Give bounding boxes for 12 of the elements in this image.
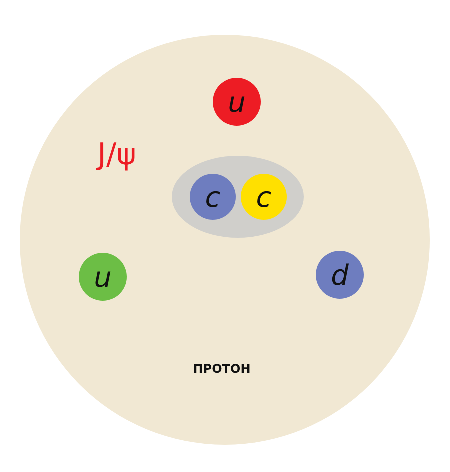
label: ПРОТОН: [193, 362, 251, 376]
quark-circle: [190, 174, 236, 220]
quark-letter: u: [228, 86, 246, 118]
quark-letter: c: [256, 180, 272, 214]
particle-label: J/ψ: [98, 138, 136, 172]
quark-circle: [241, 174, 287, 220]
quark-letter: c: [205, 180, 221, 214]
quark-circle: [316, 251, 364, 299]
quark-circle: [213, 78, 261, 126]
quark-circle: [79, 253, 127, 301]
quark-letter: d: [331, 258, 349, 292]
quark-letter: u: [94, 260, 112, 294]
